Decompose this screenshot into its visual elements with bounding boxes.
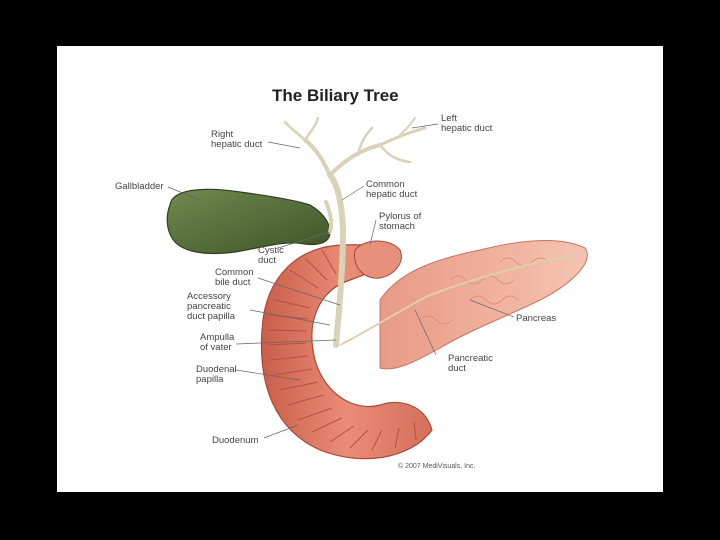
copyright-notice: © 2007 MediVisuals, Inc. [398, 463, 476, 470]
pancreatic-duct-line [339, 254, 576, 346]
diagram-title: The Biliary Tree [272, 86, 399, 105]
pancreas-shape [379, 240, 588, 370]
bile-ducts [283, 116, 427, 348]
label-duodenum: Duodenum [212, 435, 259, 446]
label-duodenal-papilla: Duodenal papilla [196, 364, 237, 385]
label-ampulla-of-vater: Ampulla of vater [200, 332, 235, 353]
label-common-hepatic-duct: Common hepatic duct [366, 179, 418, 200]
label-cystic-duct: Cystic duct [258, 245, 284, 266]
label-right-hepatic-duct: Right hepatic duct [211, 129, 263, 150]
duodenum-folds [267, 249, 417, 451]
label-common-bile-duct: Common bile duct [215, 267, 254, 288]
label-gallbladder: Gallbladder [115, 181, 164, 192]
label-accessory-pancreatic-duct-papilla: Accessory pancreatic duct papilla [187, 291, 236, 322]
label-pylorus-of-stomach: Pylorus of stomach [379, 211, 422, 232]
label-pancreas: Pancreas [516, 313, 557, 324]
label-pancreatic-duct: Pancreatic duct [448, 353, 493, 374]
leader-lines [167, 123, 515, 439]
gallbladder-shape [166, 188, 331, 255]
pylorus-shape [354, 240, 402, 279]
label-left-hepatic-duct: Left hepatic duct [441, 113, 493, 134]
